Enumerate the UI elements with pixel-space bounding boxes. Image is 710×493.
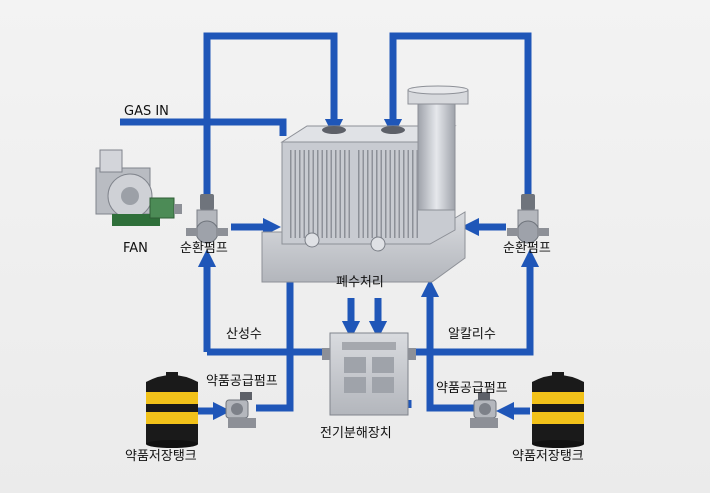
label-dosing-pump-left: 약품공급펌프 [206, 374, 278, 389]
label-alkali-water: 알칼리수 [448, 327, 496, 342]
pump-icon [186, 194, 228, 244]
scrubber-icon [261, 85, 469, 283]
tank-icon [532, 372, 584, 448]
flow-dosing-right-to-scrubber [420, 278, 474, 412]
flow-dosing-left-to-scrubber [256, 252, 300, 412]
fan-icon [95, 149, 182, 226]
pump-icon [507, 194, 549, 244]
flow-pump-left-to-scrubber-top [203, 32, 344, 195]
flow-alkali-to-right-pump [408, 248, 540, 356]
label-pump-right: 순환펌프 [503, 241, 551, 256]
label-gas-in: GAS IN [124, 104, 169, 119]
label-fan: FAN [123, 241, 148, 256]
scrubber-fins [290, 150, 418, 238]
label-tank-left: 약품저장탱크 [125, 449, 197, 464]
flow-gas-in [120, 118, 287, 136]
label-acid-water: 산성수 [226, 327, 262, 342]
dosing-pump-icon [225, 392, 256, 428]
label-dosing-pump-right: 약품공급펌프 [436, 381, 508, 396]
electrolysis-unit-icon [322, 332, 416, 416]
dosing-pump-icon [470, 392, 498, 428]
tank-icon [146, 372, 198, 448]
label-tank-right: 약품저장탱크 [512, 449, 584, 464]
label-wastewater: 폐수처리 [336, 275, 384, 290]
flow-pump-right-to-scrubber-top [383, 32, 532, 195]
label-electrolysis: 전기분해장치 [320, 426, 392, 441]
label-pump-left: 순환펌프 [180, 241, 228, 256]
